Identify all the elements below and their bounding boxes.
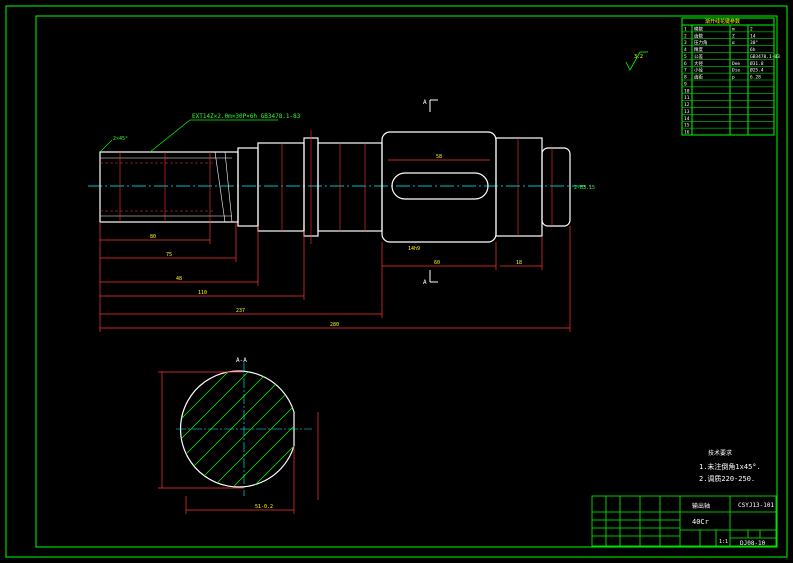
param-table-cell: 齿数 xyxy=(694,32,703,39)
shaft-main-view xyxy=(88,130,590,244)
title-scale: 1:1 xyxy=(719,539,728,545)
spline-callout-text: EXT14Z×2.0m×30P×6h GB3478.1-83 xyxy=(192,113,301,120)
param-table-cell: 16 xyxy=(684,130,690,136)
dim-58: 58 xyxy=(436,154,442,160)
section-hatch xyxy=(180,371,294,488)
param-table-cell: m xyxy=(732,27,735,32)
spline-section xyxy=(99,151,239,223)
section-cut-marks: A A xyxy=(423,99,438,286)
param-table-cell: Ø25.4 xyxy=(750,67,764,74)
param-table-cell: 1 xyxy=(684,26,687,32)
param-table-cell: 10 xyxy=(684,88,690,94)
param-table-cell: α xyxy=(732,41,735,46)
title-block xyxy=(591,495,777,547)
param-table-cell: 大径 xyxy=(694,60,703,67)
title-doc-number: DJ08-10 xyxy=(740,540,766,547)
tech-req-heading: 技术要求 xyxy=(708,449,732,457)
param-table-cell: GB3478.1-83 xyxy=(750,54,780,60)
cut-mark-bottom: A xyxy=(423,279,427,286)
key-depth-dim: 51-0.2 xyxy=(255,504,273,510)
param-table-cell: 14 xyxy=(750,33,756,39)
param-table-cell: Dee xyxy=(732,61,740,67)
param-table-cell: 齿距 xyxy=(694,75,703,81)
bearing-seat-right xyxy=(495,137,543,237)
param-table-cell: p xyxy=(732,76,735,81)
sheet-inner-border xyxy=(35,15,778,548)
param-table-cell: Z xyxy=(732,33,735,39)
dim-110: 110 xyxy=(198,290,207,296)
param-table-cell: 公差 xyxy=(694,53,703,60)
spline-callout: EXT14Z×2.0m×30P×6h GB3478.1-83 xyxy=(149,113,301,153)
param-table-cell: 3 xyxy=(684,40,687,46)
dim-48: 48 xyxy=(176,276,182,282)
sheet-outer-border xyxy=(5,5,788,558)
dim-18: 18 xyxy=(516,260,522,266)
horizontal-dimensions xyxy=(99,159,571,332)
tech-req-line-1: 1.未注倒角1x45°. xyxy=(699,462,761,471)
param-table-cell: 9 xyxy=(684,81,687,87)
param-table-cell: 6.28 xyxy=(750,75,761,81)
param-table-cell: 6 xyxy=(684,61,687,67)
param-table-cell: 4 xyxy=(684,47,687,53)
shaft-end xyxy=(541,147,571,227)
param-table-cell: 小径 xyxy=(694,67,703,74)
param-table-cell: 6h xyxy=(750,47,756,53)
param-table-cell: 2 xyxy=(684,33,687,39)
param-table-cell: 11 xyxy=(684,95,690,101)
roughness-value: 3.2 xyxy=(634,54,643,60)
param-table-cell: 12 xyxy=(684,102,690,108)
dim-60: 60 xyxy=(434,260,440,266)
section-outline xyxy=(179,370,295,488)
title-drawing-number: CSYJ13-101 xyxy=(738,502,775,509)
param-table-cell: 2 xyxy=(750,26,753,32)
center-hole-callout: 2-B3.15 xyxy=(574,185,595,191)
dim-280: 280 xyxy=(330,322,339,328)
tech-req-line-2: 2.调质220-250. xyxy=(699,474,755,483)
dim-237: 237 xyxy=(236,308,245,314)
param-table-cell: 5 xyxy=(684,54,687,60)
param-table-cell: Ø31.8 xyxy=(750,60,764,67)
dim-key-width: 14h9 xyxy=(408,246,420,252)
keyway-slot xyxy=(391,172,489,200)
dim-75: 75 xyxy=(166,252,172,258)
dim-80: 80 xyxy=(150,234,156,240)
dimension-values: 80 75 48 110 237 280 60 58 18 14h9 2-B3.… xyxy=(150,154,595,328)
param-table-cell: 精度 xyxy=(694,46,703,53)
shaft-middle-section xyxy=(317,142,383,232)
param-table-cell: 30° xyxy=(750,40,758,46)
section-view-a-a: A-A xyxy=(158,357,319,514)
key-hub xyxy=(381,131,497,243)
param-table-cell: 8 xyxy=(684,75,687,81)
chamfer-callout: 2×45° xyxy=(99,136,128,153)
param-table-cell: 14 xyxy=(684,116,690,122)
param-table-cell: 模数 xyxy=(694,25,703,32)
spline-parameter-table: 渐开线花键参数 1 模数 m 2 2 齿数 Z 14 3 压力角 α 30° 4 精度 6h 5 公差 GB347… xyxy=(681,17,780,136)
title-part-name: 输出轴 xyxy=(692,502,710,510)
section-view-title: A-A xyxy=(236,357,247,364)
param-table-cell: 压力角 xyxy=(694,39,708,46)
cut-mark-top: A xyxy=(423,99,427,106)
param-table-cell: 13 xyxy=(684,109,690,115)
roughness-symbol: 3.2 xyxy=(625,51,648,71)
bearing-seat-left xyxy=(257,142,305,232)
param-table-title: 渐开线花键参数 xyxy=(705,18,740,25)
title-material: 40Cr xyxy=(692,518,709,526)
param-table-rows: 1 模数 m 2 2 齿数 Z 14 3 压力角 α 30° 4 精度 6h 5 公差 GB3478.1-83 6 大… xyxy=(682,25,780,136)
param-table-cell: 15 xyxy=(684,123,690,129)
technical-requirements: 技术要求 1.未注倒角1x45°. 2.调质220-250. xyxy=(699,449,761,483)
param-table-cell: Die xyxy=(732,68,740,74)
param-table-cell: 7 xyxy=(684,68,687,74)
shaft-shoulder-1 xyxy=(237,147,259,227)
chamfer-text: 2×45° xyxy=(113,136,128,142)
